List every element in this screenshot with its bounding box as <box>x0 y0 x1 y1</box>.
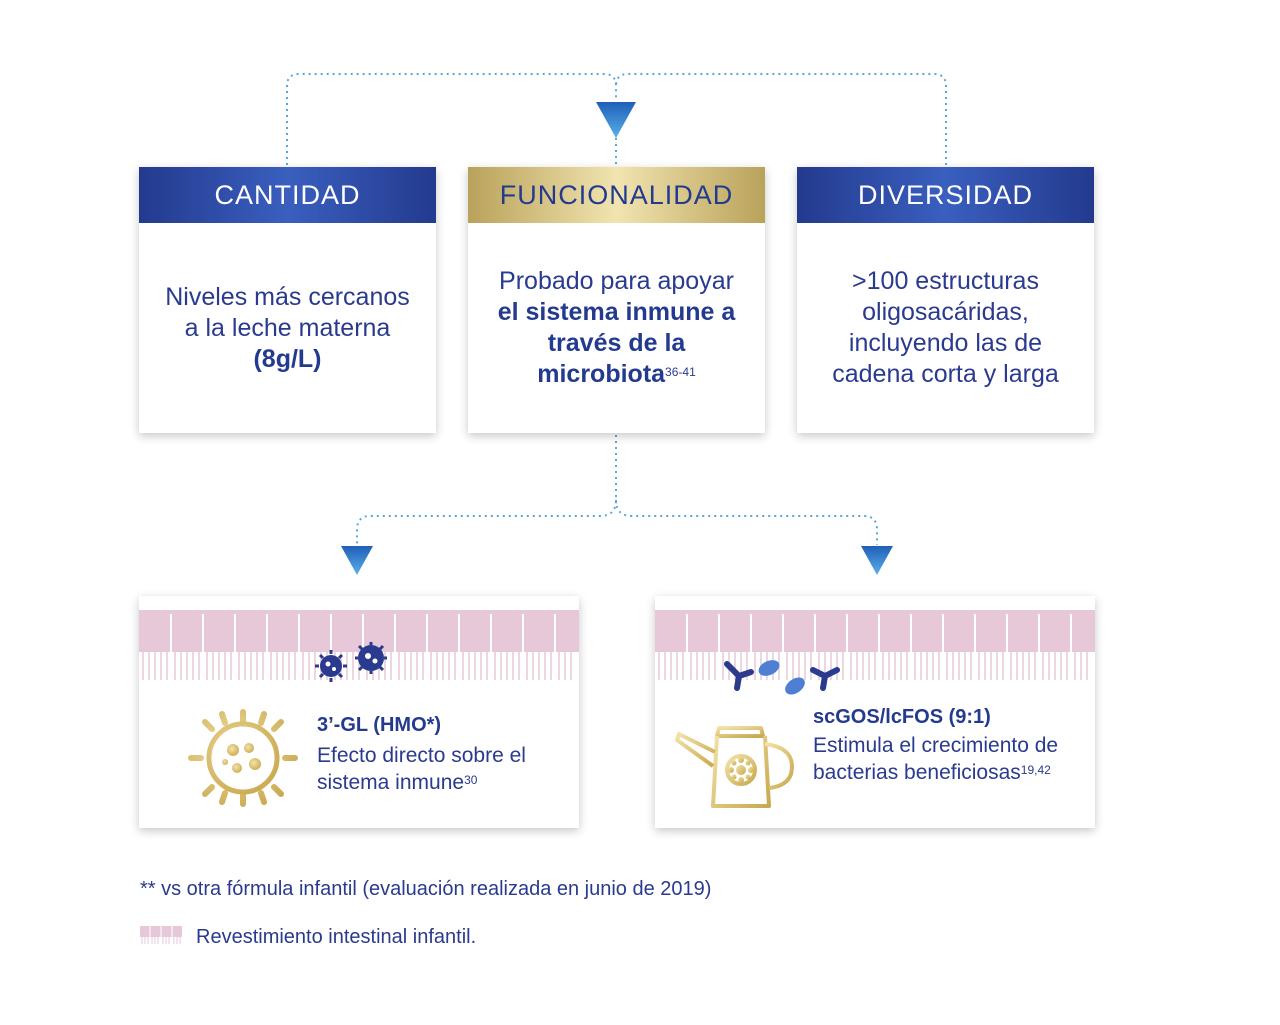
watering-can-icon <box>675 726 794 808</box>
bacteria-icon <box>724 660 840 695</box>
card-3gl: 3’-GL (HMO*) Efecto directo sobre el sis… <box>139 596 579 828</box>
card-scgos: scGOS/lcFOS (9:1) Estimula el crecimient… <box>655 596 1095 828</box>
arrow-down-icon <box>596 102 636 138</box>
intestinal-lining-legend-icon <box>140 926 182 944</box>
card-title: FUNCIONALIDAD <box>468 167 765 223</box>
card-body: Niveles más cercanos a la leche materna … <box>139 223 436 433</box>
card-title: CANTIDAD <box>139 167 436 223</box>
card-body: >100 estructuras oligosacáridas, incluye… <box>797 223 1094 433</box>
footnote: ** vs otra fórmula infantil (evaluación … <box>140 878 712 900</box>
card-title: 3’-GL (HMO*) <box>317 714 442 736</box>
description-text: Efecto directo sobre el sistema inmune <box>317 744 526 794</box>
arrow-down-icon <box>341 546 373 575</box>
description-text: Estimula el crecimiento de bacterias ben… <box>813 734 1059 784</box>
hmo-icon <box>188 709 298 807</box>
citation: 19,42 <box>1020 763 1051 777</box>
germs-icon <box>315 642 387 682</box>
card-text-bold: el sistema inmune a través de la microbi… <box>497 298 736 388</box>
citation: 36-41 <box>665 365 696 379</box>
card-funcionalidad: FUNCIONALIDAD Probado para apoyar el sis… <box>468 167 765 433</box>
card-text: Niveles más cercanos a la leche materna <box>165 282 410 342</box>
card-description: Estimula el crecimiento de bacterias ben… <box>813 732 1083 786</box>
card-text: >100 estructuras oligosacáridas, incluye… <box>832 267 1059 388</box>
arrow-down-icon <box>861 546 893 575</box>
card-cantidad: CANTIDAD Niveles más cercanos a la leche… <box>139 167 436 433</box>
card-text: Probado para apoyar <box>499 267 734 295</box>
intestinal-lining-icon <box>139 610 579 680</box>
card-text-bold: (8g/L) <box>253 344 322 373</box>
card-title: DIVERSIDAD <box>797 167 1094 223</box>
card-diversidad: DIVERSIDAD >100 estructuras oligosacárid… <box>797 167 1094 433</box>
card-title: scGOS/lcFOS (9:1) <box>813 706 991 728</box>
citation: 30 <box>464 773 478 787</box>
legend-label: Revestimiento intestinal infantil. <box>196 926 477 948</box>
card-description: Efecto directo sobre el sistema inmune30 <box>317 742 567 796</box>
card-body: Probado para apoyar el sistema inmune a … <box>468 223 765 433</box>
intestinal-lining-icon <box>655 610 1095 680</box>
